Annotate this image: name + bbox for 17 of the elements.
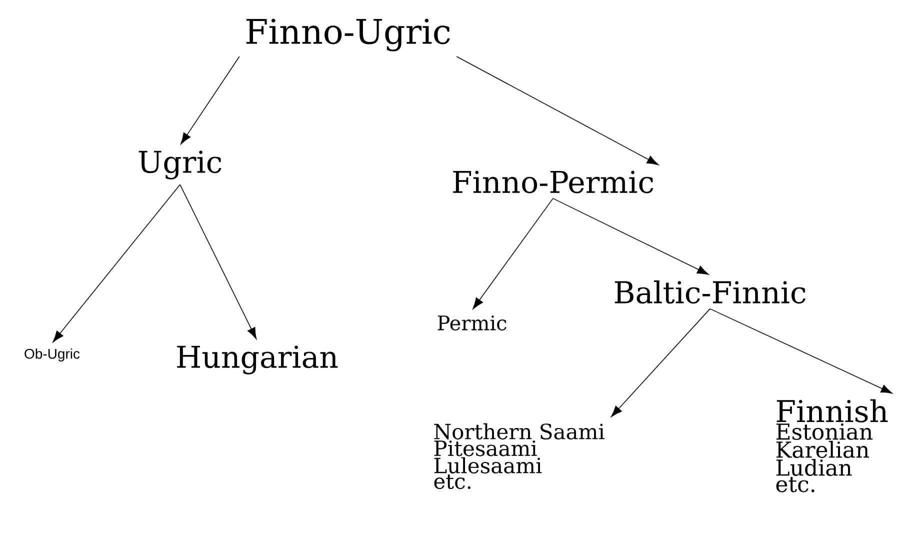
language-label: Hungarian bbox=[177, 346, 338, 374]
arrow bbox=[180, 184, 257, 340]
language-list: Finnish Estonian Karelian Ludian etc. bbox=[776, 399, 888, 492]
language-label: Permic bbox=[438, 316, 506, 330]
language-label: Baltic-Finnic bbox=[614, 280, 806, 304]
arrow bbox=[180, 56, 240, 144]
arrow bbox=[610, 308, 710, 418]
arrow bbox=[710, 308, 893, 394]
language-label: Finno-Ugric bbox=[246, 18, 450, 52]
arrow bbox=[472, 198, 554, 310]
arrow bbox=[552, 198, 709, 275]
arrow bbox=[456, 56, 659, 166]
language-label: Ob-Ugric bbox=[24, 348, 80, 362]
language-list: Northern Saami Pitesaami Lulesaami etc. bbox=[434, 423, 604, 490]
arrow bbox=[52, 184, 180, 342]
language-label: Ugric bbox=[138, 150, 222, 180]
language-label: Finno-Permic bbox=[453, 170, 654, 194]
